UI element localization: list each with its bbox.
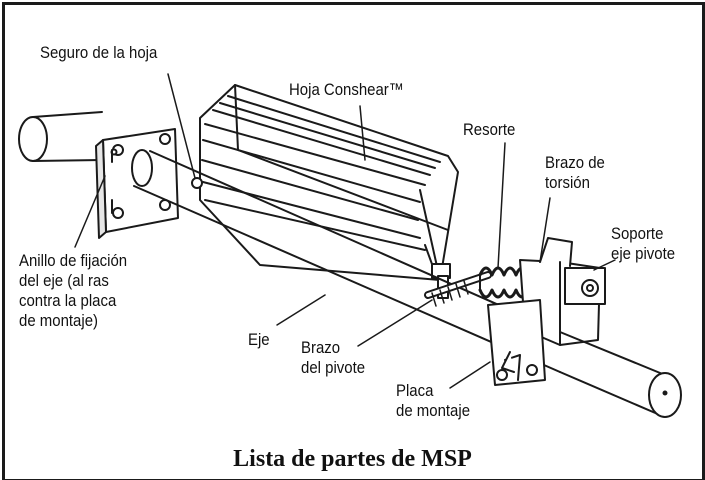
leader-shaft [276,294,326,326]
callout-pivot-arm: Brazo del pivote [301,338,366,377]
left-shaft-end [18,111,103,162]
leader-blade [359,105,366,161]
leader-pivot-bracket [593,259,616,271]
leader-shaft-collar [74,175,106,248]
leader-mounting-plate [449,361,491,389]
callout-blade: Hoja Conshear™ [289,80,404,99]
leader-pivot-arm [357,299,433,347]
callout-blade-lock: Seguro de la hoja [40,43,158,62]
main-shaft [131,149,561,373]
leader-lines [74,73,616,389]
conshear-blade [191,84,459,299]
callout-pivot-shaft-bracket: Soporte eje pivote [611,224,676,263]
pivot-shaft-bracket [564,267,606,305]
callout-spring: Resorte [463,120,516,139]
leader-torsion-arm [539,197,551,263]
leader-blade-lock [167,73,196,179]
callout-shaft-collar: Anillo de fijación del eje (al ras contr… [19,251,128,330]
right-shaft-end [559,331,682,418]
right-mounting-plate [487,299,546,386]
callout-torsion-arm: Brazo de torsión [545,153,605,192]
figure-title: Lista de partes de MSP [233,446,472,472]
leader-spring [497,142,506,269]
callout-mounting-plate: Placa de montaje [396,381,471,420]
callout-shaft: Eje [248,330,270,349]
pivot-arm [424,271,492,307]
